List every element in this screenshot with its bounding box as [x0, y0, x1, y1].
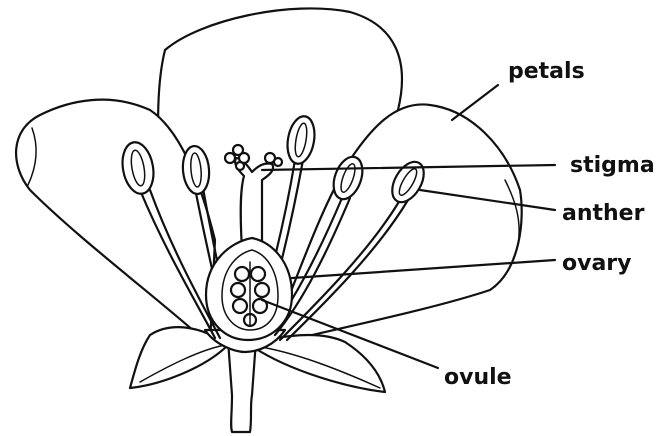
stalk	[228, 340, 256, 432]
petals-pointer	[452, 85, 498, 120]
label-ovule: ovule	[444, 365, 512, 390]
label-petals: petals	[508, 59, 585, 84]
label-anther: anther	[562, 201, 645, 226]
label-ovary: ovary	[562, 251, 632, 276]
label-stigma: stigma	[570, 153, 655, 178]
